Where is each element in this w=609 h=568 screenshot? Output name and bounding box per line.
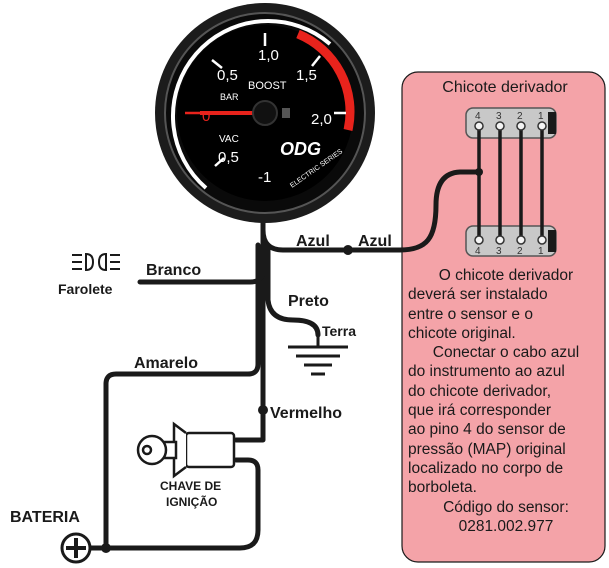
label-chave-line2: IGNIÇÃO (166, 494, 217, 509)
harness-panel (401, 71, 606, 563)
note-line: entre o sensor e o (408, 305, 533, 323)
label-branco: Branco (146, 262, 201, 279)
note-line: do chicote derivador, (408, 382, 552, 400)
pin-label-top: 2 (517, 111, 523, 122)
label-vermelho: Vermelho (270, 405, 342, 422)
dial-tick-15: 1,5 (296, 67, 317, 84)
pin-label-top: 3 (496, 111, 502, 122)
note-line: O chicote derivador (438, 267, 574, 284)
label-amarelo: Amarelo (134, 355, 198, 372)
label-farolete: Farolete (58, 281, 113, 297)
note-line: chicote original. (408, 324, 516, 342)
wire-preto (265, 242, 321, 338)
note-line: Código do sensor: (443, 498, 569, 516)
battery-plus-icon (60, 532, 92, 564)
pin-label-bottom: 2 (517, 246, 523, 257)
label-preto: Preto (288, 293, 329, 310)
label-bateria: BATERIA (10, 509, 80, 526)
dial-tick-05-top: 0,5 (217, 67, 238, 84)
label-azul-right: Azul (358, 233, 392, 250)
wire-azul (260, 169, 483, 253)
wire-amarelo (103, 242, 261, 551)
note-line: do instrumento ao azul (408, 363, 565, 381)
note-line: deverá ser instalado (408, 286, 548, 304)
ground-symbol (288, 335, 348, 376)
pin-label-bottom: 4 (475, 246, 481, 257)
note-line: 0281.002.977 (458, 517, 554, 535)
dial-tick-05-bottom: 0,5 (218, 149, 239, 166)
pin-label-bottom: 3 (496, 246, 502, 257)
headlight-icon (72, 252, 120, 272)
harness-connector-bottom (465, 225, 557, 257)
dial-tick-minus1: -1 (258, 169, 271, 186)
note-line: borboleta. (408, 479, 477, 497)
dial-tick-10: 1,0 (258, 47, 279, 64)
boost-gauge: 0,5 1,0 1,5 2,0 0 0,5 -1 BOOST BAR VAC O… (155, 3, 375, 223)
dial-vac-label: VAC (219, 134, 239, 145)
pin-label-bottom: 1 (538, 246, 544, 257)
label-chave-line1: CHAVE DE (160, 479, 221, 493)
dial-brand: ODG (280, 139, 321, 159)
dial-tick-0: 0 (202, 108, 210, 125)
wire-vermelho (233, 407, 266, 443)
note-line: pressão (MAP) original (408, 440, 566, 458)
note-line: localizado no corpo de (408, 459, 564, 477)
pin-label-top: 4 (475, 111, 481, 122)
pin-label-top: 1 (538, 111, 544, 122)
harness-note: O chicote derivador deverá ser instalado… (408, 266, 604, 536)
note-line: Conectar o cabo azul (432, 344, 580, 362)
harness-title: Chicote derivador (442, 79, 568, 96)
note-line: que irá corresponder (408, 402, 552, 420)
ignition-key-icon (136, 421, 244, 479)
dial-tick-20: 2,0 (311, 111, 332, 128)
wire-bateria (87, 457, 261, 551)
dial-boost-label: BOOST (248, 80, 287, 92)
label-azul-left: Azul (296, 233, 330, 250)
dial-bar-label: BAR (220, 92, 239, 102)
harness-connector-top (465, 107, 557, 139)
label-terra: Terra (322, 323, 356, 339)
note-line: ao pino 4 do sensor de (408, 421, 566, 439)
